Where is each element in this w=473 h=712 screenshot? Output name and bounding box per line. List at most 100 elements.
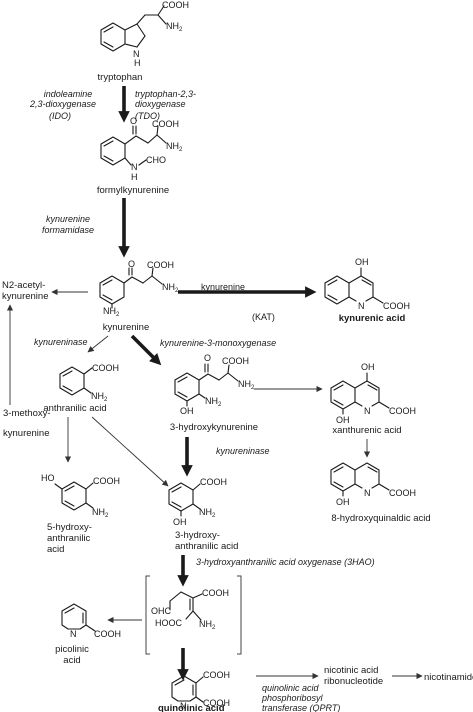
oh-label: OH [361,362,375,372]
cooh-label: COOH [162,0,189,10]
qprt-enzyme-line2: phosphoribosyl [261,693,324,703]
ido-enzyme-line1: indoleamine [44,89,93,99]
picolinic-acid-structure: N COOH [61,603,121,639]
nh2-label: NH2 [92,507,109,519]
haao-enzyme: 3-hydroxyanthranilic acid oxygenase (3HA… [196,557,375,567]
nicotinic-acid-ribonucleotide-line1: nicotinic acid [324,665,378,676]
ring-n-label: N [364,488,371,498]
nh2-label: NH2 [91,391,108,403]
nh2-label: NH2 [199,619,216,631]
oh-label: OH [180,406,194,416]
oh-label: OH [355,257,369,267]
cooh-top-label: COOH [203,670,230,680]
anthranilic-acid-structure: COOH NH2 [59,363,119,403]
methoxy-kynurenine-line1: 3-methoxy- [3,408,51,419]
nicotinic-acid-ribonucleotide-line2: ribonucleotide [324,676,383,687]
qprt-enzyme-line1: quinolinic acid [262,683,320,693]
amide-h-label: H [131,172,138,182]
picolinic-acid-line1: picolinic [55,644,89,655]
nh2-label: NH2 [166,21,183,33]
aryl-nh2-label: NH2 [205,396,222,408]
arrow-anthranilic-to-3-hydroxyanthranilic [91,416,169,487]
kat-label: (KAT) [252,312,275,322]
amide-n-label: N [131,162,138,172]
indole-h-label: H [134,58,141,68]
cooh-label: COOH [389,488,416,498]
formylkynurenine-label: formylkynurenine [97,185,169,196]
hooc-label: HOOC [155,618,183,628]
nh2-label: NH2 [166,141,183,153]
kynurenine-label: kynurenine [103,322,149,333]
kynurenine-arrow-label: kynurenine [201,282,245,292]
ring-n-label: N [180,701,187,711]
quinolinic-acid-structure: N COOH COOH [171,670,230,711]
kynurenic-acid-structure: OH N COOH [324,257,410,311]
methoxy-kynurenine-line2: kynurenine [3,428,49,439]
formamidase-enzyme-line2: formamidase [42,225,94,235]
8-hydroxyquinaldic-acid-label: 8-hydroxyquinaldic acid [331,513,430,524]
kmo-enzyme: kynurenine-3-monoxygenase [160,338,276,348]
nh2-label: NH2 [162,282,179,294]
ketone-o: O [204,353,211,363]
3-hydroxykynurenine-structure: O COOH NH2 NH2 OH [174,353,255,416]
kynureninase-enzyme-1: kynureninase [34,337,88,347]
ido-enzyme-line2: 2,3-dioxygenase [29,99,96,109]
indole-n-label: N [133,49,140,59]
3-hydroxyanthranilic-line1: 3-hydroxy- [175,530,220,541]
xanthurenic-acid-label: xanthurenic acid [332,425,401,436]
kynureninase-enzyme-2: kynureninase [216,446,270,456]
cooh-label: COOH [152,119,179,129]
cooh-label: COOH [383,301,410,311]
arrow-kynurenine-to-anthranilic [87,335,109,353]
5-hydroxyanthranilic-line3: acid [47,544,64,555]
formamidase-enzyme-line1: kynurenine [46,214,90,224]
cooh-label: COOH [389,406,416,416]
5-hydroxyanthranilic-acid-structure: COOH NH2 HO [41,473,120,519]
cooh-bottom-label: COOH [203,698,230,708]
ring-n-label: N [70,629,77,639]
oh-label: OH [336,497,350,507]
picolinic-acid-line2: acid [63,655,80,666]
formylkynurenine-structure: O COOH NH2 N CHO H [100,116,183,182]
cooh-label: COOH [92,363,119,373]
ring-n-label: N [364,406,371,416]
3-hydroxyanthranilic-line2: anthranilic acid [175,541,238,552]
tryptophan-label: tryptophan [98,72,143,83]
oh-label: OH [173,517,187,527]
cooh-label: COOH [147,260,174,270]
tdo-enzyme-line3: (TDO) [135,111,160,121]
ho-label: HO [41,473,55,483]
ohc-label: OHC [151,606,172,616]
nicotinamide-label: nicotinamide [424,672,473,683]
cooh-label: COOH [200,477,227,487]
cooh-label: COOH [202,588,229,598]
cooh-label: COOH [93,476,120,486]
arrow-kynurenine-to-3-hydroxykynurenine [130,334,162,366]
cooh-label: COOH [94,629,121,639]
side-nh2-label: NH2 [238,379,255,391]
kynurenic-acid-label: kynurenic acid [339,313,406,324]
tryptophan-structure: COOH NH2 N H [100,0,189,68]
kynurenine-structure: O COOH NH2 NH2 [99,259,179,318]
xanthurenic-acid-structure: OH N COOH OH [330,362,416,425]
cooh-label: COOH [222,356,249,366]
ring-n-label: N [358,301,365,311]
quinolinic-acid-label: quinolinic acid [158,703,225,712]
5-hydroxyanthranilic-line2: anthranilic [47,533,91,544]
n2-acetyl-kynurenine-line2: kynurenine [2,291,48,302]
formyl-ketone-o: O [130,116,137,126]
anthranilic-acid-label: anthranilic acid [43,403,106,414]
qprt-enzyme-line3: transferase (QPRT) [262,703,340,712]
nh2-label: NH2 [199,507,216,519]
ketone-o: O [128,259,135,269]
3-hydroxykynurenine-label: 3-hydroxykynurenine [170,422,258,433]
ido-enzyme-line3: (IDO) [49,111,71,121]
tdo-enzyme-line1: tryptophan-2,3- [135,89,196,99]
oh-8-label: OH [336,415,350,425]
semialdehyde-intermediate-structure: COOH OHC HOOC NH2 [145,575,242,655]
3-hydroxyanthranilic-acid-structure: COOH NH2 OH [168,477,227,527]
aryl-nh2-label: NH2 [103,306,120,318]
tdo-enzyme-line2: dioxygenase [135,99,186,109]
cho-label: CHO [146,155,166,165]
